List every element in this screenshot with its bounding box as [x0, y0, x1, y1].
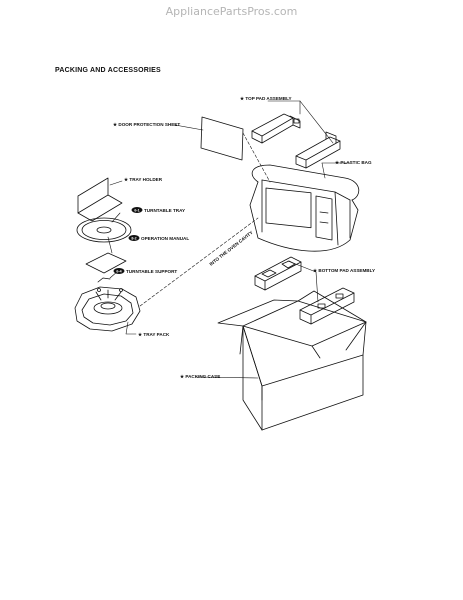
tray-holder: [77, 177, 123, 222]
top-pad-part-left: [251, 113, 301, 144]
code-6-4: 6-4: [116, 270, 121, 274]
code-6-1: 6-1: [134, 209, 139, 213]
top-pad-part-right: [295, 131, 341, 169]
bottom-pad-part-left: [254, 256, 302, 291]
label-tray-pack: ★ TRAY PACK: [138, 332, 170, 337]
label-bottom-pad-assembly: ★ BOTTOM PAD ASSEMBLY: [313, 268, 375, 273]
label-packing-case: ★ PACKING CASE: [180, 374, 220, 379]
into-cavity-line: [139, 217, 259, 307]
operation-manual: [85, 252, 127, 274]
tray-pack: [74, 277, 141, 332]
watermark: AppliancePartsPros.com: [165, 5, 298, 18]
code-badge-8-2: [128, 235, 140, 241]
label-turntable-tray: TURNTABLE TRAY: [144, 208, 185, 213]
packing-case: [217, 290, 367, 431]
page-title: PACKING AND ACCESSORIES: [55, 67, 161, 74]
label-into-oven-cavity: INTO THE OVEN CAVITY: [209, 230, 254, 267]
door-protection-sheet: [200, 116, 244, 161]
code-8-2: 8-2: [131, 237, 136, 241]
code-badge-6-4: [113, 268, 125, 274]
label-turntable-support: TURNTABLE SUPPORT: [126, 269, 177, 274]
label-top-pad-assembly: ★ TOP PAD ASSEMBLY: [240, 96, 292, 101]
turntable-tray: [76, 217, 132, 243]
label-door-protection-sheet: ★ DOOR PROTECTION SHEET: [113, 122, 180, 127]
bottom-pad-part-right: [299, 287, 355, 325]
code-badge-6-1: [131, 207, 143, 213]
label-operation-manual: OPERATION MANUAL: [141, 236, 189, 241]
oven-in-plastic-bag: [249, 164, 360, 252]
label-plastic-bag: ★ PLASTIC BAG: [335, 160, 372, 165]
label-tray-holder: ★ TRAY HOLDER: [124, 177, 163, 182]
